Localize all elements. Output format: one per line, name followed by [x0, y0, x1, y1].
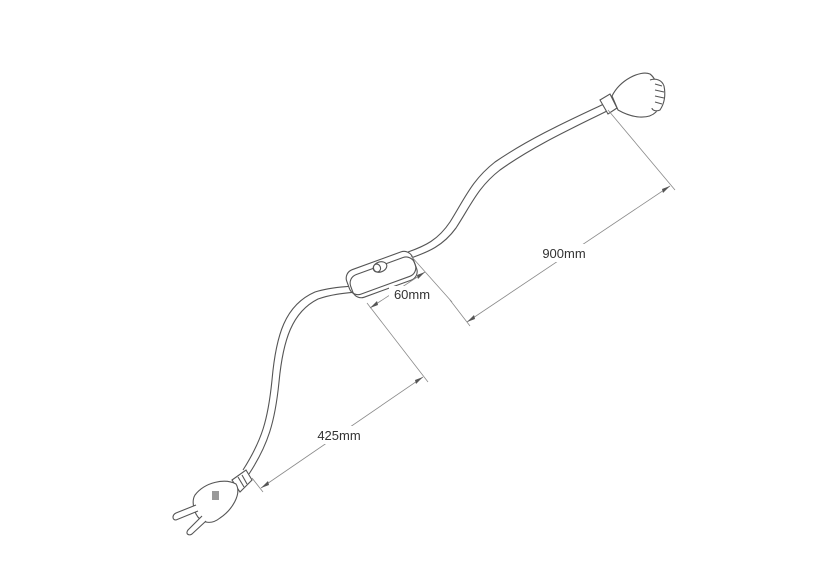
- dimension-label-425: 425mm: [317, 428, 360, 443]
- dimension-60mm: 60mm: [369, 255, 453, 309]
- dimension-900mm: 900mm: [449, 109, 676, 327]
- lamp-socket: [599, 72, 666, 118]
- inline-switch: [345, 250, 418, 299]
- dimension-label-60: 60mm: [394, 287, 430, 302]
- plug: [172, 469, 253, 536]
- cable-lower: [242, 285, 357, 475]
- cable-upper: [407, 103, 608, 259]
- plug-label-mark: [212, 491, 219, 500]
- dimension-label-900: 900mm: [542, 246, 585, 261]
- dimension-425mm: 425mm: [251, 302, 429, 493]
